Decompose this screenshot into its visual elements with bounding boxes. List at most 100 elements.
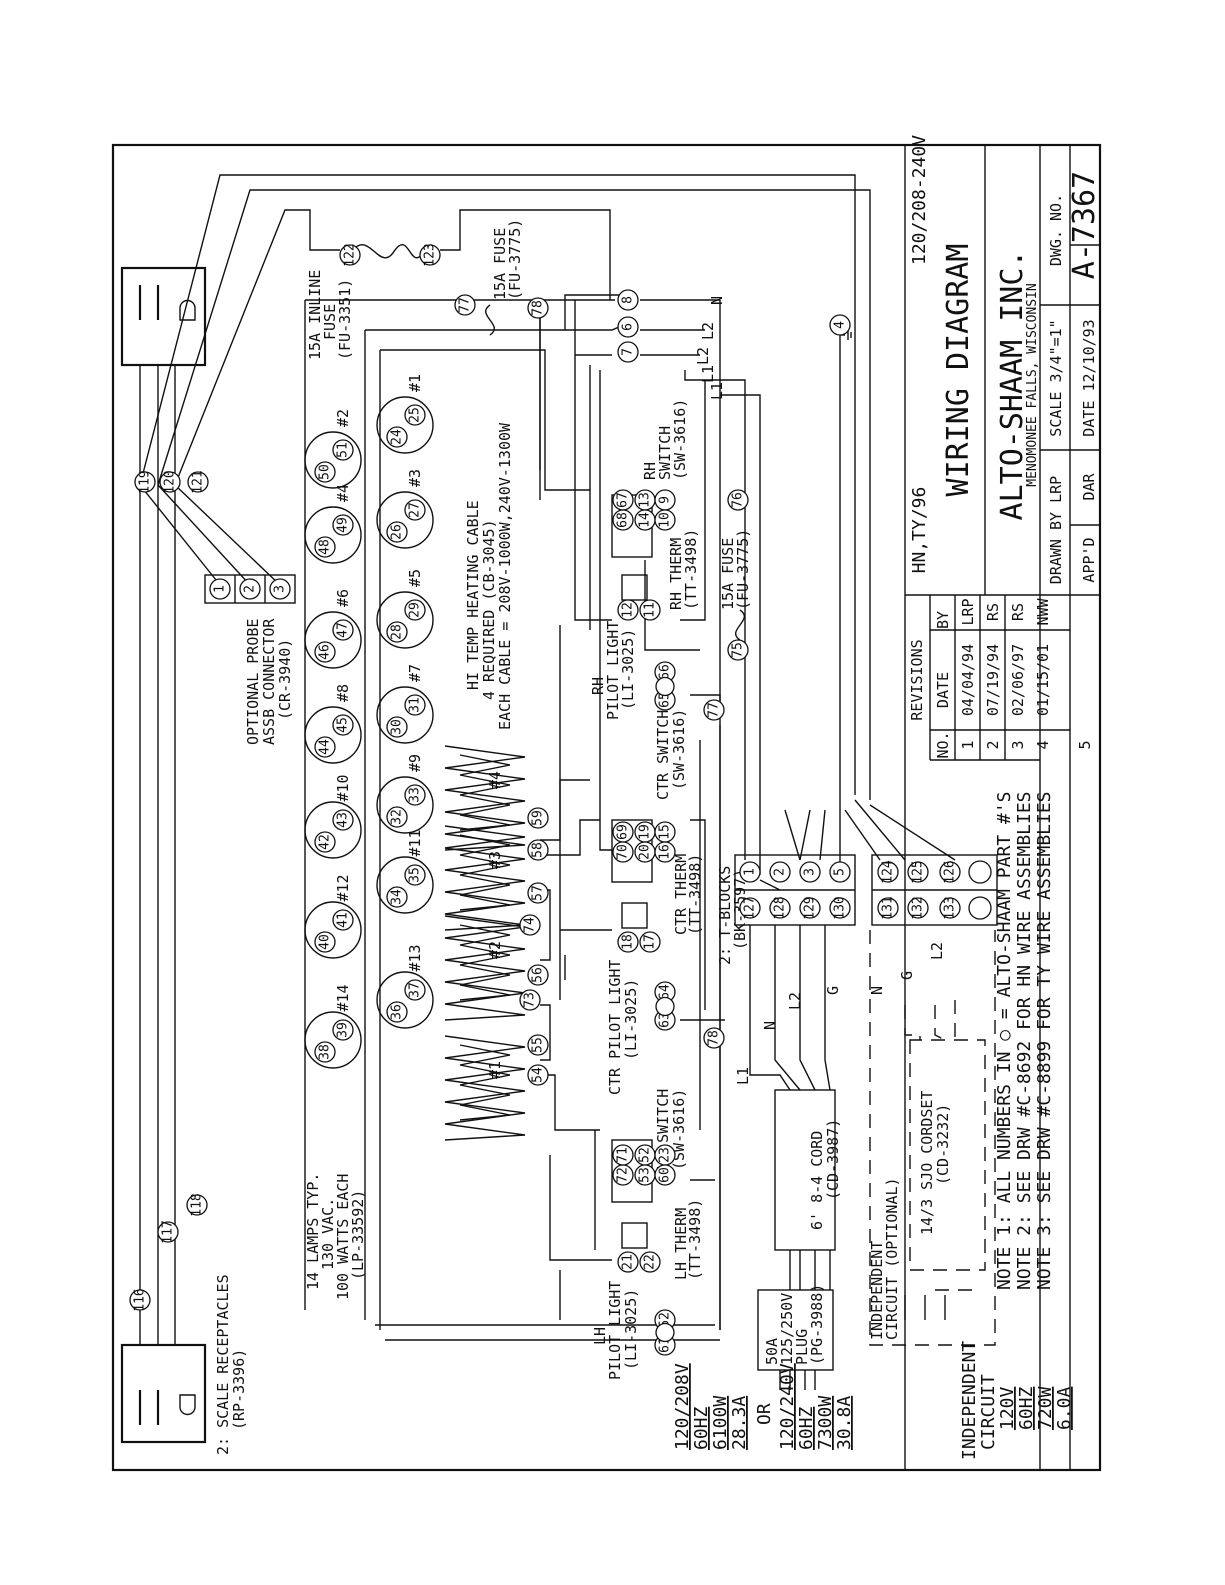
lamp-node-48-label: 48 xyxy=(318,539,333,555)
drawing-border xyxy=(111,143,1102,1472)
rh-node-66-9: 66 xyxy=(654,661,676,683)
rcpt-node-120-4: 120 xyxy=(159,470,181,494)
lamp-node-38: 38 xyxy=(314,1041,336,1063)
fuse-mid-label-1: 15A FUSE xyxy=(719,538,737,610)
lamp-node-47: 47 xyxy=(332,619,354,641)
ctr-node-16-5: 16 xyxy=(654,841,676,863)
ctr-switch-label-2: (SW-3616) xyxy=(670,709,688,790)
lamp-node-31-label: 31 xyxy=(408,697,423,713)
plug-label-2: 125/250V xyxy=(778,1293,796,1365)
probe-label-1: OPTIONAL PROBE xyxy=(244,619,262,745)
lh-node-22-7: 22 xyxy=(639,1251,661,1273)
rcpt-node-118-2: 118 xyxy=(186,1193,208,1217)
lamps-label-3: 100 WATTS EACH xyxy=(334,1174,352,1300)
lamp-node-25-label: 25 xyxy=(408,407,423,423)
node-77-mid: 77 xyxy=(703,699,725,721)
tblocks-label-1: 2: T-BLOCKS xyxy=(716,866,734,965)
ctr-node-18-6: 18 xyxy=(617,931,639,953)
lamp-node-24: 24 xyxy=(386,426,408,448)
lamp-1 xyxy=(376,396,434,454)
rcpt-node-122-6-label: 122 xyxy=(343,243,358,266)
cable-node-57-2-label: 57 xyxy=(531,885,546,901)
rh-node-14-3-label: 14 xyxy=(638,512,653,528)
lamp-5 xyxy=(376,591,434,649)
node-77-mid-label: 77 xyxy=(707,702,722,718)
indep-circuit-label-1: INDEPENDENT xyxy=(868,1241,886,1340)
rh-switch-label-3: (SW-3616) xyxy=(671,399,689,480)
lamp-node-43-label: 43 xyxy=(336,812,351,828)
indep-amps: 6.0A xyxy=(1054,1386,1075,1430)
power-cord xyxy=(749,925,836,1290)
cable-node-73-5: 73 xyxy=(519,989,541,1011)
revision-date-3: 01/15/01 xyxy=(1034,644,1052,716)
tb1-node-128-5: 128 xyxy=(769,896,791,920)
lh-therm-label-1: LH THERM xyxy=(672,1208,690,1280)
rating-b-hz: 60HZ xyxy=(796,1406,817,1450)
tb1-node-5-3-label: 5 xyxy=(833,868,848,876)
lamp-tag-8: #8 xyxy=(334,684,352,702)
ctr-node-15-4: 15 xyxy=(654,821,676,843)
plug-label-3: PLUG xyxy=(793,1329,811,1365)
fuse-top-symbol xyxy=(485,304,495,336)
lamp-node-44: 44 xyxy=(314,736,336,758)
cordset-label-1: 14/3 SJO CORDSET xyxy=(918,1091,936,1236)
lh-node-21-6-label: 21 xyxy=(621,1254,636,1270)
cable-wiring xyxy=(540,779,600,1131)
plug-label-4: (PG-3988) xyxy=(808,1284,826,1365)
lamp-node-40-label: 40 xyxy=(318,934,333,950)
lamp-node-41: 41 xyxy=(332,909,354,931)
lamp-11 xyxy=(376,856,434,914)
lamp-node-39: 39 xyxy=(332,1019,354,1041)
voltage-rating: 120/208-240V xyxy=(909,135,930,265)
rh-node-13-1-label: 13 xyxy=(638,492,653,508)
tb2-blank-1 xyxy=(968,896,992,920)
rh-node-65-8: 65 xyxy=(654,689,676,711)
fuse-node-4-5-label: 4 xyxy=(833,321,848,329)
probe-label-3: (CR-3940) xyxy=(276,639,294,720)
rcpt-node-117-1-label: 117 xyxy=(161,1220,176,1243)
heating-cable-4 xyxy=(444,745,526,851)
lamp-node-32-label: 32 xyxy=(390,809,405,825)
fuse-top-label-2: (FU-3775) xyxy=(506,219,524,300)
rh-pilot-label-1: RH xyxy=(589,677,607,695)
rh-switch-label-1: RH xyxy=(641,462,659,480)
lamps-label-4: (LP-33592) xyxy=(349,1190,367,1280)
ctr-node-70-2-label: 70 xyxy=(616,844,631,860)
heating-cable-group: #1#2#3#4 xyxy=(444,745,526,1141)
inline-fuse-label-1: 15A INLINE xyxy=(306,270,324,360)
ctr-therm-label-2: (TT-3498) xyxy=(686,854,704,935)
indep-title-2: CIRCUIT xyxy=(978,1374,999,1450)
revision-by-3: NWW xyxy=(1034,597,1052,625)
lamp-node-47-label: 47 xyxy=(336,622,351,638)
revision-by-0: LRP xyxy=(959,598,977,625)
tb2-node-132-4: 132 xyxy=(907,896,929,920)
revisions-table: REVISIONS NO.DATEBY104/04/94LRP207/19/94… xyxy=(908,595,1094,761)
tb2-node-132-4-label: 132 xyxy=(911,896,926,919)
heating-cable-1 xyxy=(444,1035,526,1141)
fuse-mid-symbol xyxy=(735,609,745,641)
lamp-tag-4: #4 xyxy=(334,484,352,502)
node-78-low-label: 78 xyxy=(707,1030,722,1046)
scale-receptacles-pn: (RP-3396) xyxy=(230,1349,248,1430)
lamp-node-35: 35 xyxy=(404,864,426,886)
lamp-13 xyxy=(376,971,434,1029)
tb1-node-2-1: 2 xyxy=(769,861,791,883)
cable-tag-3: #3 xyxy=(486,851,504,869)
rh-node-12-6: 12 xyxy=(617,599,639,621)
ctr-node-69-0-label: 69 xyxy=(616,824,631,840)
rh-switch-label-2: SWITCH xyxy=(656,426,674,480)
tb2-node-131-3-label: 131 xyxy=(881,896,896,919)
rcpt-node-123-7-label: 123 xyxy=(423,243,438,266)
tb2-node-131-3: 131 xyxy=(877,896,899,920)
rcpt-node-120-4-label: 120 xyxy=(163,470,178,493)
wire-l1-top: L1 xyxy=(699,365,717,383)
rh-pilot-label-2: PILOT LIGHT xyxy=(604,621,622,720)
fuse-node-7-4-label: 7 xyxy=(621,348,636,356)
rcpt-node-116-0: 116 xyxy=(129,1288,151,1312)
lh-pilot-label-2: PILOT LIGHT xyxy=(606,1281,624,1380)
tb1-node-129-6: 129 xyxy=(799,896,821,920)
lamp-7 xyxy=(376,686,434,744)
rh-node-66-9-label: 66 xyxy=(658,664,673,680)
lamp-node-29: 29 xyxy=(404,599,426,621)
lh-node-72-2-label: 72 xyxy=(616,1167,631,1183)
